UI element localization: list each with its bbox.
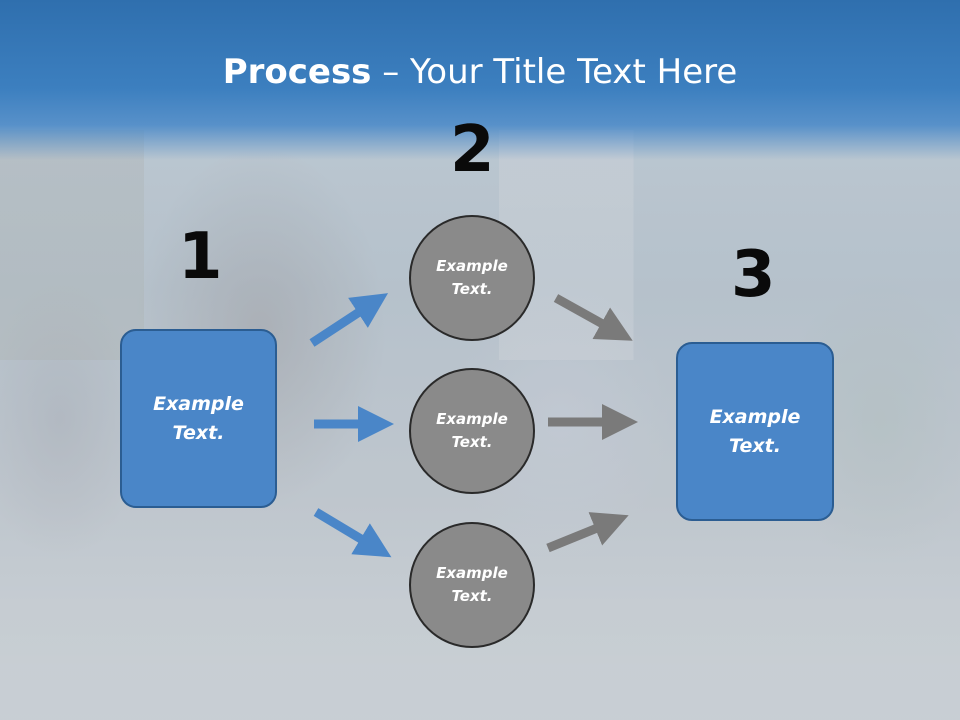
- arrow-from-circle-3: [546, 512, 629, 553]
- left-box-line1: Example: [153, 392, 244, 415]
- circle-2-line2: Text.: [451, 433, 493, 451]
- right-step-box: Example Text.: [676, 342, 834, 521]
- circle-3-line2: Text.: [451, 587, 493, 605]
- circle-1-line2: Text.: [451, 280, 493, 298]
- left-step-box: Example Text.: [120, 329, 277, 508]
- circle-2-line1: Example: [436, 410, 508, 428]
- step-number-3: 3: [731, 238, 776, 312]
- step-number-1: 1: [178, 220, 223, 294]
- step-circle-1: Example Text.: [409, 215, 535, 341]
- step-circle-3: Example Text.: [409, 522, 535, 648]
- left-box-line2: Text.: [172, 421, 225, 444]
- circle-1-line1: Example: [436, 257, 508, 275]
- title-rest: – Your Title Text Here: [371, 52, 738, 92]
- slide-title: Process – Your Title Text Here: [0, 52, 960, 92]
- right-box-line2: Text.: [729, 434, 781, 457]
- arrow-to-circle-3: [313, 508, 392, 558]
- right-box-line1: Example: [709, 405, 801, 428]
- arrow-to-circle-1: [309, 293, 389, 347]
- circle-3-line1: Example: [436, 564, 508, 582]
- title-bar: [0, 0, 960, 160]
- step-number-2: 2: [450, 113, 495, 187]
- step-circle-2: Example Text.: [409, 368, 535, 494]
- title-bold: Process: [222, 52, 372, 92]
- arrow-from-circle-1: [553, 294, 633, 341]
